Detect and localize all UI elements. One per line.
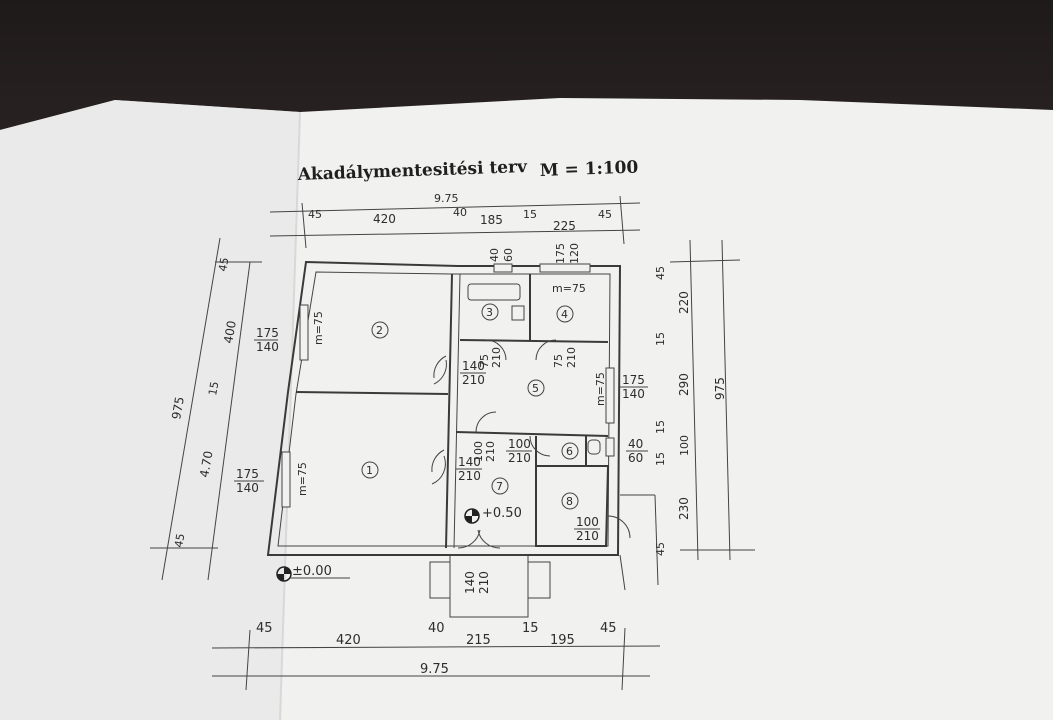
- door-label: 210: [565, 347, 578, 368]
- right-dim-seg: 15: [654, 452, 667, 466]
- top-dim-seg: 420: [373, 212, 396, 226]
- right-dim-seg: 220: [677, 291, 691, 314]
- left-dim-seg: 45: [216, 256, 231, 272]
- paper-fold-shadow: [0, 100, 300, 720]
- room-number-4: 4: [561, 308, 568, 321]
- door-label: 210: [508, 451, 531, 465]
- door-label: 100: [472, 441, 485, 462]
- door-label: 75: [478, 354, 491, 368]
- room-number-8: 8: [566, 495, 573, 508]
- right-dim-seg: 45: [654, 542, 667, 556]
- window-label: 175: [256, 326, 279, 340]
- window-label: 40: [488, 248, 501, 262]
- door-label: 140: [463, 571, 477, 594]
- sill-label: m=75: [552, 282, 586, 295]
- level-markers: ±0.00 +0.50: [276, 506, 522, 582]
- bottom-dim-seg: 45: [600, 621, 617, 636]
- sill-label: m=75: [594, 372, 607, 406]
- top-dim-seg: 45: [308, 208, 322, 221]
- plan-scale: M = 1:100: [539, 158, 638, 181]
- top-dim-seg: 225: [553, 219, 576, 233]
- right-dim-seg: 230: [677, 497, 691, 520]
- top-dim-seg: 40: [453, 206, 467, 219]
- window-labels: 175 140 m=75 175 140 m=75 175 140 m=75 4…: [234, 243, 648, 496]
- bathroom-fixtures: [467, 283, 601, 455]
- room-number-1: 1: [366, 464, 373, 477]
- room-number-3: 3: [486, 306, 493, 319]
- door-label: 140: [462, 359, 485, 373]
- window-label: 120: [568, 243, 581, 264]
- door-label: 75: [552, 354, 565, 368]
- building-walls: [266, 260, 622, 556]
- window-label: 140: [256, 340, 279, 354]
- top-dimension-lines: 9.75 45 420 40 185 15 225 45: [269, 192, 641, 249]
- left-dim-seg: 400: [221, 320, 239, 345]
- room-numbers: 1 2 3 4 5 6 7 8: [361, 303, 579, 510]
- top-dim-seg: 185: [480, 213, 503, 227]
- right-dim-seg: 15: [654, 332, 667, 346]
- door-label: 210: [490, 347, 503, 368]
- room-number-5: 5: [532, 382, 539, 395]
- door-label: 140: [458, 455, 481, 469]
- bottom-dim-seg: 45: [256, 621, 273, 636]
- window-label: 140: [236, 481, 259, 495]
- paper-fold-line: [279, 111, 301, 720]
- door-label: 210: [576, 529, 599, 543]
- room-number-7: 7: [496, 480, 503, 493]
- right-dim-seg: 100: [678, 435, 691, 456]
- window-label: 175: [554, 243, 567, 264]
- left-dim-seg: 45: [172, 532, 187, 548]
- window-label: 175: [236, 467, 259, 481]
- window-label: 140: [622, 387, 645, 401]
- left-dim-seg: 4.70: [197, 450, 215, 479]
- ground-level-label: ±0.00: [292, 564, 332, 579]
- door-label: 210: [477, 571, 491, 594]
- right-dim-seg: 15: [654, 420, 667, 434]
- sill-label: m=75: [312, 311, 325, 345]
- bottom-dim-seg: 215: [466, 633, 491, 648]
- left-dimension-lines: 975 45 400 15 4.70 45: [150, 237, 262, 581]
- top-dim-seg: 45: [598, 208, 612, 221]
- top-overall-dim: 9.75: [434, 192, 459, 205]
- bottom-dimension-lines: 45 420 40 215 15 195 45 9.75: [211, 621, 661, 691]
- left-overall-dim: 975: [169, 396, 187, 421]
- bottom-dim-seg: 195: [550, 633, 575, 648]
- door-label: 210: [462, 373, 485, 387]
- room-number-6: 6: [566, 445, 573, 458]
- window-label: 175: [622, 373, 645, 387]
- right-dim-seg: 290: [677, 373, 691, 396]
- bottom-dim-seg: 420: [336, 633, 361, 648]
- bottom-overall-dim: 9.75: [420, 662, 449, 677]
- room-number-2: 2: [376, 324, 383, 337]
- door-label: 100: [576, 515, 599, 529]
- window-label: 60: [502, 248, 515, 262]
- left-dim-seg: 15: [206, 380, 221, 396]
- sill-label: m=75: [296, 462, 309, 496]
- door-label: 100: [508, 437, 531, 451]
- floor-level-label: +0.50: [482, 506, 522, 521]
- right-overall-dim: 975: [713, 377, 727, 400]
- right-dim-seg: 45: [654, 266, 667, 280]
- top-dim-seg: 15: [523, 208, 537, 221]
- window-label: 40: [628, 437, 643, 451]
- entry-ramp: [429, 494, 659, 618]
- window-label: 60: [628, 451, 643, 465]
- door-label: 210: [484, 441, 497, 462]
- windows: [281, 263, 615, 508]
- door-label: 210: [458, 469, 481, 483]
- door-labels: 75 210 75 210 140 210 140 210 100 210 10…: [456, 347, 600, 594]
- bottom-dim-seg: 40: [428, 621, 445, 636]
- bottom-dim-seg: 15: [522, 621, 539, 636]
- door-swings: [431, 339, 631, 549]
